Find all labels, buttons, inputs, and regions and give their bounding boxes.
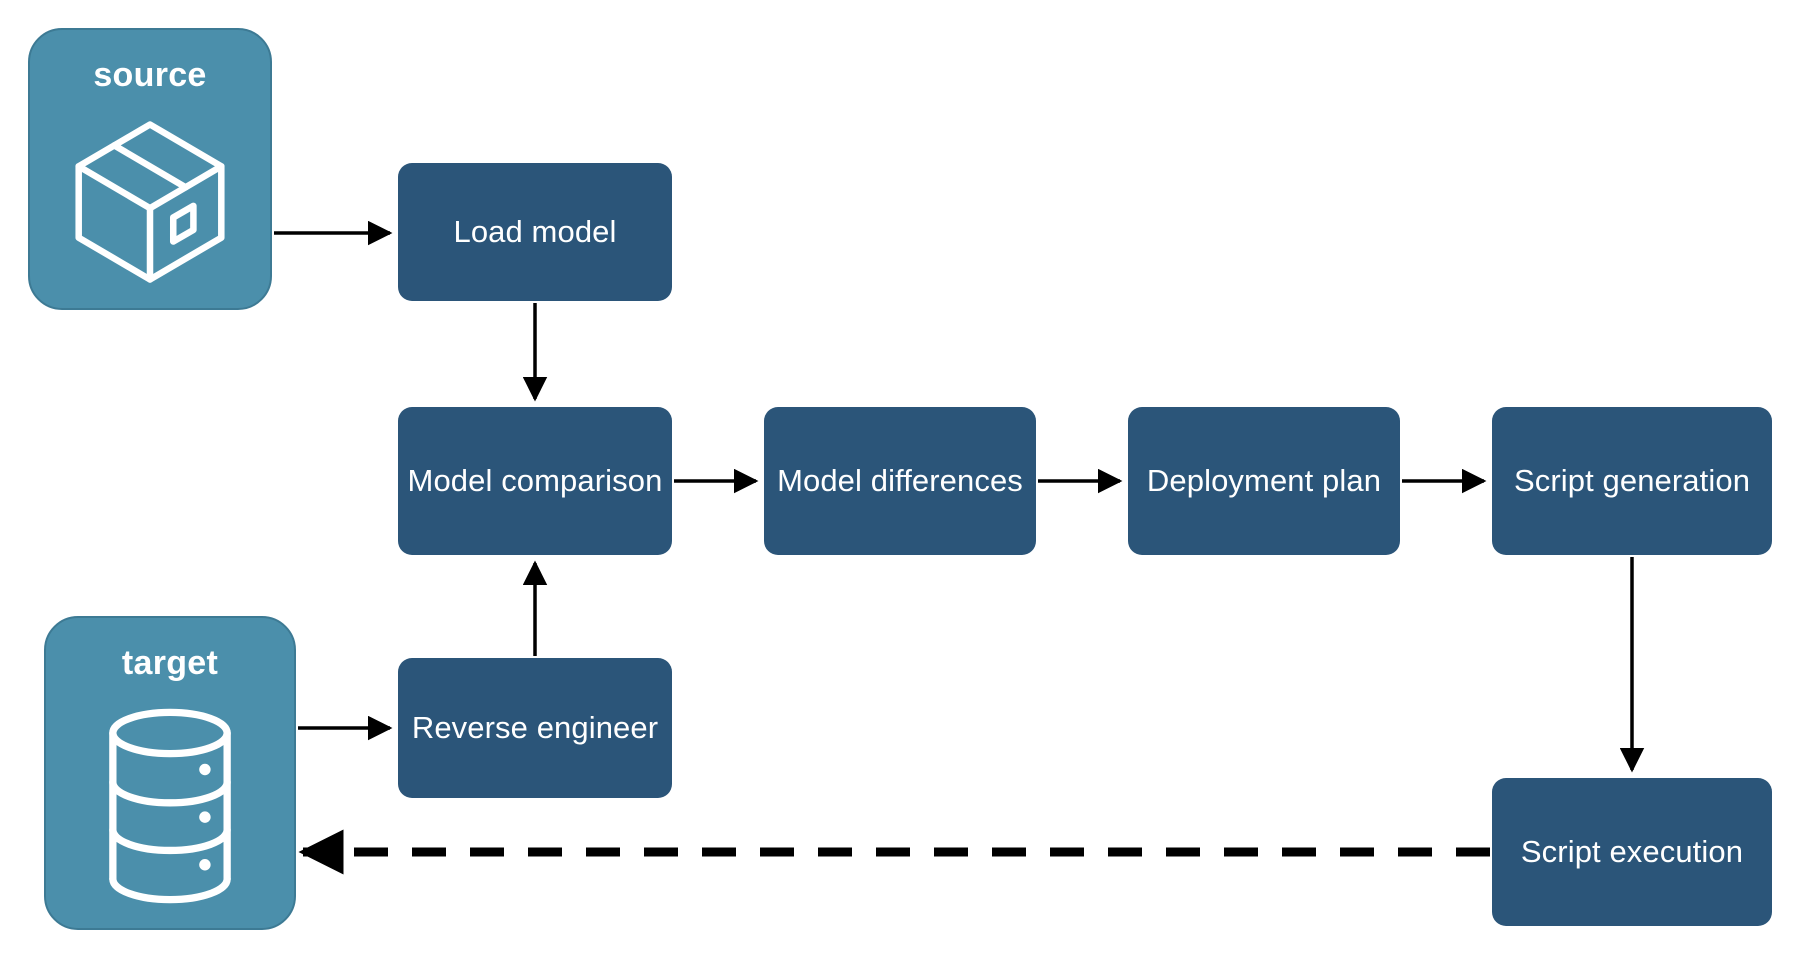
- process-script-execution[interactable]: Script execution: [1492, 778, 1772, 926]
- package-box-icon: [30, 95, 270, 308]
- process-model-comparison[interactable]: Model comparison: [398, 407, 672, 555]
- process-reverse-engineer[interactable]: Reverse engineer: [398, 658, 672, 798]
- process-script-generation[interactable]: Script generation: [1492, 407, 1772, 555]
- process-load-model[interactable]: Load model: [398, 163, 672, 301]
- process-deployment-plan[interactable]: Deployment plan: [1128, 407, 1400, 555]
- process-model-differences[interactable]: Model differences: [764, 407, 1036, 555]
- endpoint-target-label: target: [121, 644, 219, 682]
- endpoint-source[interactable]: source: [28, 28, 272, 310]
- endpoint-source-label: source: [93, 56, 207, 94]
- database-cylinder-icon: [46, 683, 294, 928]
- endpoint-target[interactable]: target: [44, 616, 296, 930]
